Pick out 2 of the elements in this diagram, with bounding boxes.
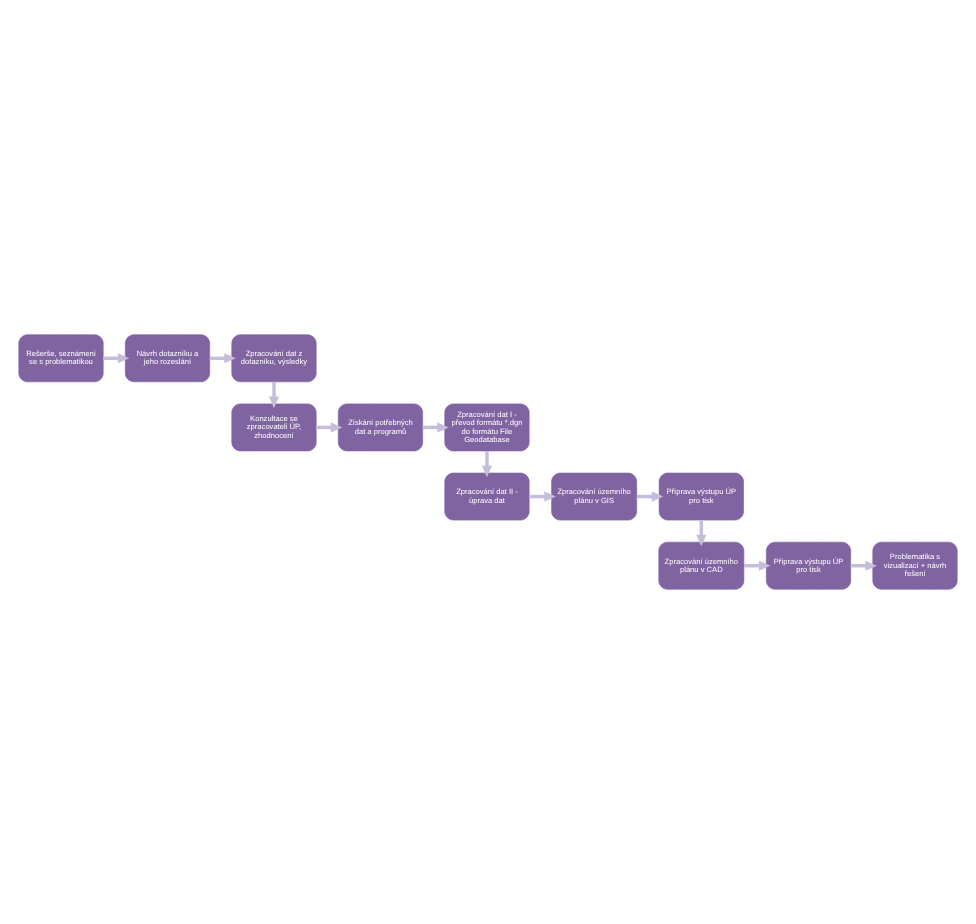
arrow <box>481 451 493 478</box>
arrow <box>268 381 280 409</box>
